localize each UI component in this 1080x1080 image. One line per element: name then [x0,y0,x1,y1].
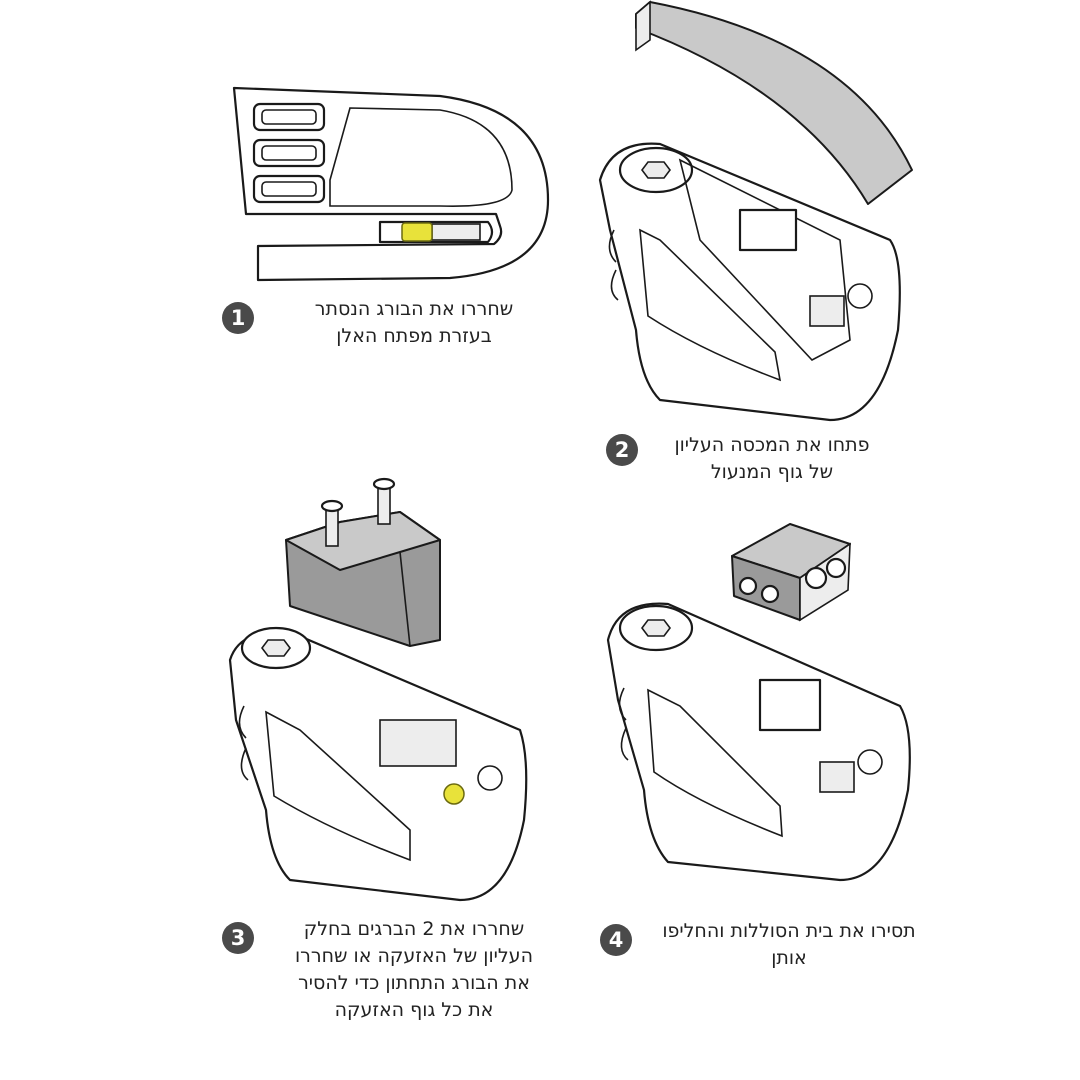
step-1: 1 שחררו את הבורג הנסתר בעזרת מפתח האלן [222,296,534,350]
step-caption: שחררו את הבורג הנסתר בעזרת מפתח האלן [294,296,534,350]
step-caption: פתחו את המכסה העליון של גוף המנעול [652,432,892,486]
caption-line: העליון של האזעקה או שחררו [295,945,533,967]
step-number-badge: 2 [606,434,638,466]
caption-line: שחררו את הבורג הנסתר [314,298,514,320]
battery-case-icon [606,523,911,882]
step-number-badge: 4 [600,924,632,956]
caption-line: אותן [771,947,807,969]
open-cover-icon [598,0,913,422]
caption-line: את הבורג התחתון כדי להסיר [298,972,530,994]
step-number-badge: 3 [222,922,254,954]
step-number-badge: 1 [222,302,254,334]
step-3: 3 שחררו את 2 הברגים בחלק העליון של האזעק… [222,916,544,1024]
side-view-lock-icon [232,86,550,282]
caption-line: תסירו את בית הסוללות והחליפו [662,920,916,942]
step-4: 4 תסירו את בית הסוללות והחליפו אותן [600,918,934,972]
step-2: 2 פתחו את המכסה העליון של גוף המנעול [606,432,892,486]
step-caption: שחררו את 2 הברגים בחלק העליון של האזעקה … [284,916,544,1024]
caption-line: של גוף המנעול [710,461,834,483]
caption-line: פתחו את המכסה העליון [674,434,870,456]
caption-line: שחררו את 2 הברגים בחלק [303,918,525,940]
caption-line: בעזרת מפתח האלן [336,325,492,347]
caption-line: את כל גוף האזעקה [334,999,494,1021]
step-caption: תסירו את בית הסוללות והחליפו אותן [644,918,934,972]
alarm-module-icon [228,477,528,902]
hidden-screw-icon [401,222,433,242]
